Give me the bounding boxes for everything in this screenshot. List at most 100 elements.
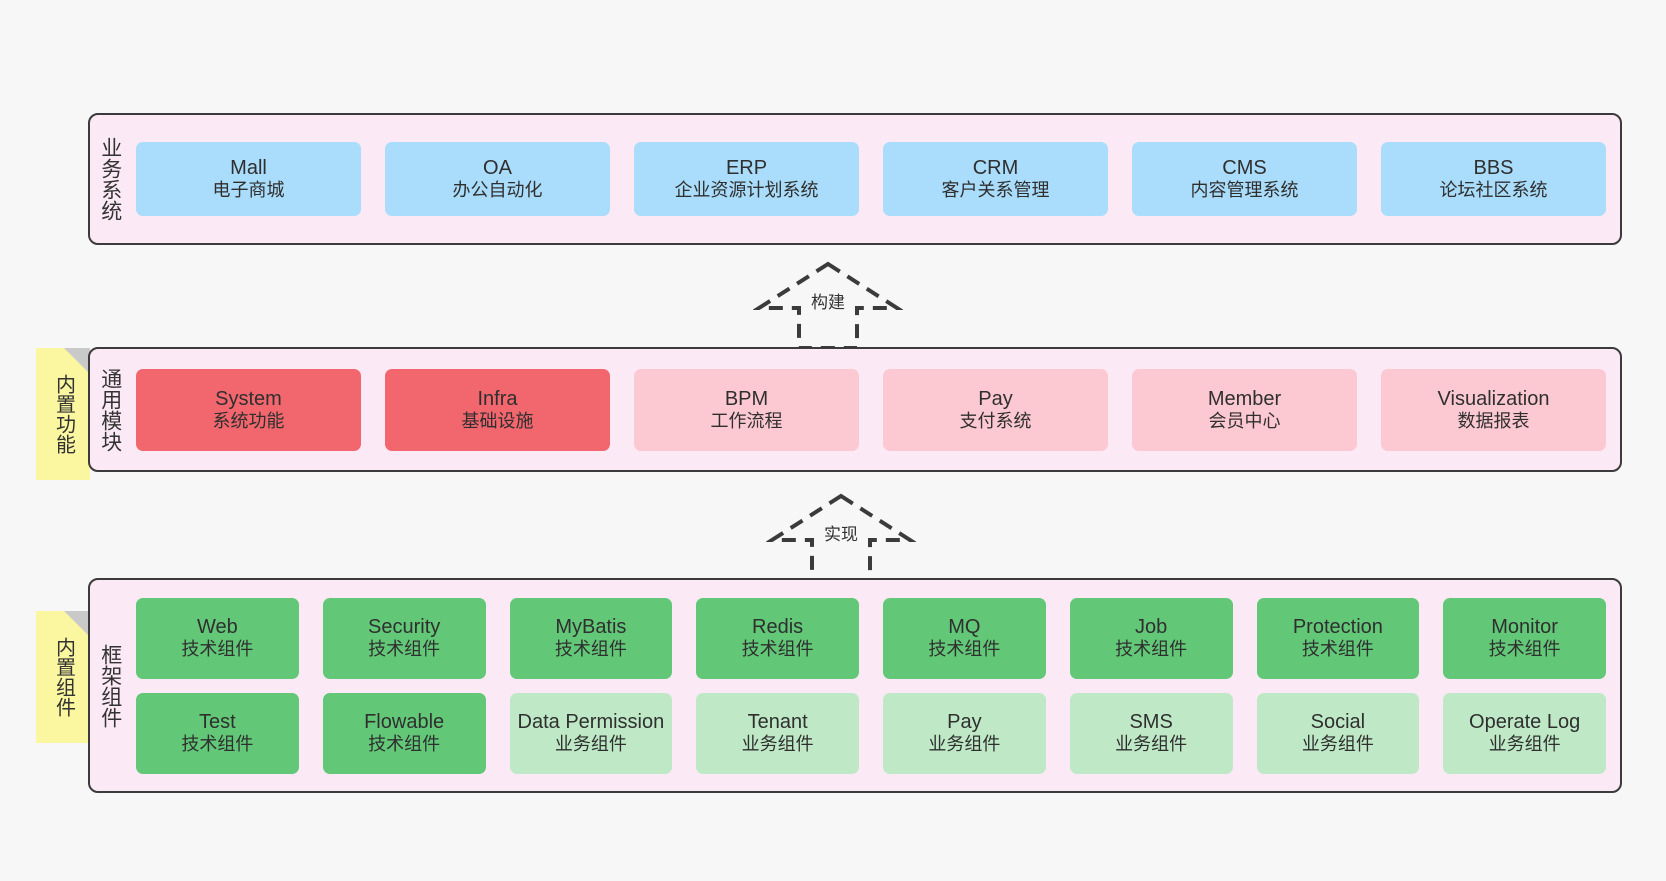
component-card-title: Operate Log (1469, 711, 1581, 734)
component-card-title: MyBatis (555, 616, 627, 639)
arrow-build-label: 构建 (807, 293, 849, 313)
component-card-subtitle: 系统功能 (212, 410, 285, 431)
component-card-subtitle: 基础设施 (461, 410, 534, 431)
arrow-implement: 实现 (766, 490, 916, 585)
component-card-subtitle: 业务组件 (1301, 734, 1374, 755)
component-card-title: BBS (1473, 157, 1514, 180)
component-card-subtitle: 业务组件 (1488, 734, 1561, 755)
component-card-subtitle: 业务组件 (1115, 734, 1188, 755)
band-label-business: 业务系统 (98, 137, 122, 221)
component-card-subtitle: 业务组件 (554, 734, 627, 755)
component-card-title: Job (1135, 616, 1168, 639)
component-card-subtitle: 技术组件 (181, 734, 254, 755)
component-card-subtitle: 技术组件 (1488, 639, 1561, 660)
component-card-title: Protection (1292, 616, 1383, 639)
component-card-title: ERP (725, 157, 768, 180)
sticky-note-builtin-components: 内置组件 (36, 611, 90, 743)
arrow-implement-label: 实现 (820, 525, 862, 545)
band-label-common: 通用模块 (98, 367, 122, 452)
component-card-title: Pay (947, 711, 982, 734)
note-fold-icon (64, 348, 90, 374)
component-card-subtitle: 技术组件 (928, 639, 1001, 660)
component-card-title: CMS (1222, 157, 1267, 180)
component-card-title: Test (199, 711, 236, 734)
arrow-build: 构建 (753, 258, 903, 353)
component-card-subtitle: 技术组件 (368, 734, 441, 755)
component-card-subtitle: 技术组件 (554, 639, 627, 660)
band-label-framework: 框架组件 (98, 643, 122, 728)
component-card-subtitle: 业务组件 (928, 734, 1001, 755)
component-card-title: Redis (752, 616, 804, 639)
component-card-subtitle: 支付系统 (959, 410, 1032, 431)
component-card-title: OA (483, 157, 512, 180)
component-card-subtitle: 内容管理系统 (1190, 180, 1299, 201)
component-card-subtitle: 数据报表 (1457, 410, 1530, 431)
component-card-subtitle: 工作流程 (710, 410, 783, 431)
component-card-title: System (215, 387, 282, 410)
component-card-subtitle: 客户关系管理 (941, 180, 1050, 201)
component-card-title: SMS (1129, 711, 1173, 734)
component-card-title: Visualization (1437, 387, 1550, 410)
component-card-title: Monitor (1491, 616, 1558, 639)
component-card-subtitle: 技术组件 (1115, 639, 1188, 660)
component-card-subtitle: 技术组件 (181, 639, 254, 660)
component-card-title: MQ (948, 616, 981, 639)
component-card-subtitle: 技术组件 (368, 639, 441, 660)
component-card-title: Flowable (364, 711, 445, 734)
component-card-subtitle: 企业资源计划系统 (674, 180, 819, 201)
component-card-title: Social (1310, 711, 1366, 734)
component-card-title: Web (196, 616, 238, 639)
sticky-note-builtin-functions: 内置功能 (36, 348, 90, 480)
component-card-subtitle: 办公自动化 (452, 180, 543, 201)
component-card-subtitle: 技术组件 (741, 639, 814, 660)
component-card-subtitle: 技术组件 (1301, 639, 1374, 660)
component-card-title: Tenant (747, 711, 808, 734)
component-card-subtitle: 会员中心 (1208, 410, 1281, 431)
component-card-title: Infra (477, 387, 518, 410)
component-card-title: Security (368, 616, 441, 639)
sticky-note-builtin-components-label: 内置组件 (52, 637, 75, 717)
note-fold-icon (64, 611, 90, 637)
component-card-title: Data Permission (517, 711, 665, 734)
component-card-title: Mall (230, 157, 267, 180)
sticky-note-builtin-functions-label: 内置功能 (52, 374, 75, 454)
component-card-subtitle: 电子商城 (212, 180, 285, 201)
